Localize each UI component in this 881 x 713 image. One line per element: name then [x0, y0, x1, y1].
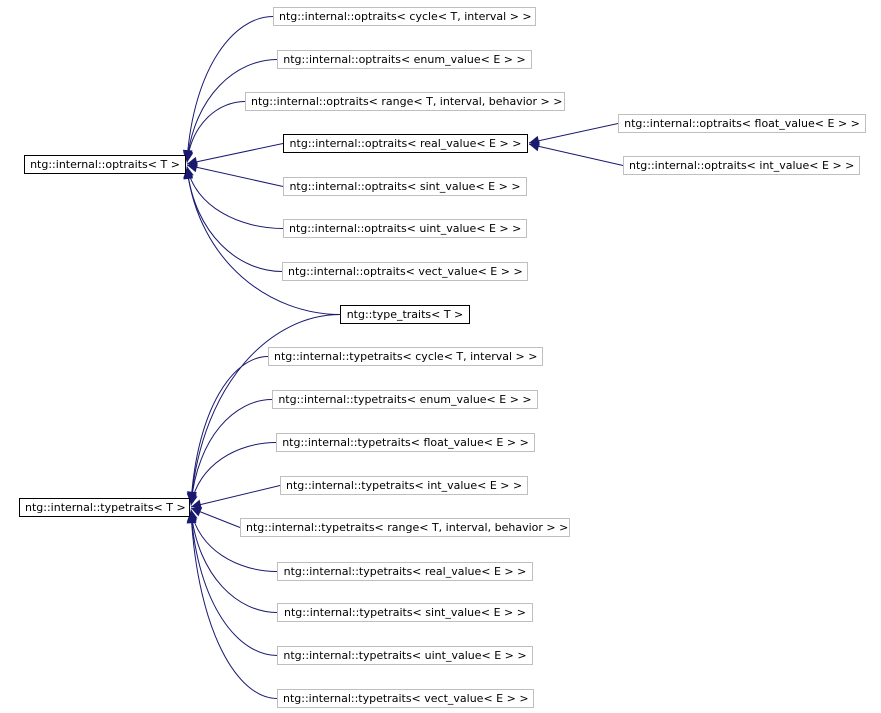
edge-op_int-to-op_real: [528, 141, 624, 166]
node-typetraits-uint-value[interactable]: ntg::internal::typetraits< uint_value< E…: [277, 646, 533, 665]
edge-tt_float-to-typetraits_T: [187, 442, 277, 506]
edge-tt_cycle-to-typetraits_T: [186, 356, 269, 504]
edge-type_traits-to-typetraits_T: [187, 314, 341, 502]
node-typetraits-int-value[interactable]: ntg::internal::typetraits< int_value< E …: [280, 476, 528, 495]
node-typetraits-range[interactable]: ntg::internal::typetraits< range< T, int…: [240, 518, 570, 537]
edge-op_cycle-to-optraits_T: [182, 16, 274, 161]
edge-op_range-to-optraits_T: [183, 101, 246, 163]
node-optraits-float-value[interactable]: ntg::internal::optraits< float_value< E …: [618, 114, 866, 133]
node-typetraits-cycle[interactable]: ntg::internal::typetraits< cycle< T, int…: [268, 347, 543, 366]
edge-op_enum-to-optraits_T: [183, 59, 278, 162]
edge-op_real-to-optraits_T: [186, 143, 284, 167]
edge-op_sint-to-optraits_T: [186, 162, 284, 187]
node-optraits-vect-value[interactable]: ntg::internal::optraits< vect_value< E >…: [282, 262, 528, 281]
node-typetraits-float-value[interactable]: ntg::internal::typetraits< float_value< …: [276, 433, 535, 452]
node-typetraits-vect-value[interactable]: ntg::internal::typetraits< vect_value< E…: [277, 689, 534, 708]
edge-tt_uint-to-typetraits_T: [186, 511, 278, 656]
node-optraits-int-value[interactable]: ntg::internal::optraits< int_value< E > …: [623, 156, 860, 175]
edge-tt_sint-to-typetraits_T: [187, 510, 278, 613]
node-optraits-cycle[interactable]: ntg::internal::optraits< cycle< T, inter…: [273, 7, 536, 26]
edge-type_traits-to-optraits_T: [183, 168, 341, 315]
node-typetraits-base[interactable]: ntg::internal::typetraits< T >: [19, 498, 190, 517]
node-optraits-sint-value[interactable]: ntg::internal::optraits< sint_value< E >…: [283, 177, 527, 196]
edge-tt_int-to-typetraits_T: [190, 485, 281, 510]
node-optraits-enum-value[interactable]: ntg::internal::optraits< enum_value< E >…: [277, 50, 532, 69]
node-typetraits-real-value[interactable]: ntg::internal::typetraits< real_value< E…: [277, 562, 533, 581]
edge-tt_range-to-typetraits_T: [190, 507, 241, 528]
node-typetraits-sint-value[interactable]: ntg::internal::typetraits< sint_value< E…: [277, 603, 533, 622]
node-optraits-base[interactable]: ntg::internal::optraits< T >: [24, 155, 186, 174]
node-type-traits[interactable]: ntg::type_traits< T >: [340, 305, 470, 324]
edge-tt_enum-to-typetraits_T: [186, 399, 273, 505]
node-optraits-uint-value[interactable]: ntg::internal::optraits< uint_value< E >…: [283, 219, 527, 238]
node-typetraits-enum-value[interactable]: ntg::internal::typetraits< enum_value< E…: [272, 390, 538, 409]
node-optraits-range[interactable]: ntg::internal::optraits< range< T, inter…: [245, 92, 565, 111]
node-optraits-real-value[interactable]: ntg::internal::optraits< real_value< E >…: [283, 134, 528, 153]
edge-tt_vect-to-typetraits_T: [186, 513, 278, 699]
edge-op_float-to-op_real: [528, 123, 619, 146]
